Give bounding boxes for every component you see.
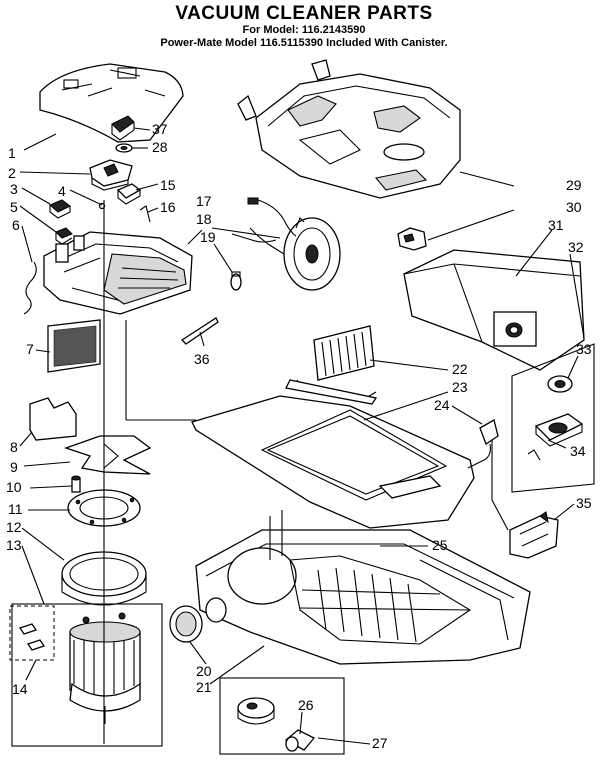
part-24-frame <box>285 379 378 405</box>
callout-14: 14 <box>12 681 28 697</box>
callout-11: 11 <box>8 501 23 517</box>
part-36-pin <box>180 317 219 345</box>
callout-25: 25 <box>432 537 448 553</box>
callout-5: 5 <box>10 199 18 215</box>
callout-17: 17 <box>196 193 212 209</box>
callout-29: 29 <box>566 177 582 193</box>
part-31-dust-bag <box>403 249 585 371</box>
part-37-pad <box>111 115 135 141</box>
part-9-fan <box>63 435 152 475</box>
callout-27: 27 <box>372 735 388 751</box>
callout-9: 9 <box>10 459 18 475</box>
part-17-chassis <box>43 231 193 315</box>
motor-box <box>11 603 163 747</box>
part-34-filter-holder <box>527 413 584 461</box>
callout-35: 35 <box>576 495 592 511</box>
part-29-canister-cover <box>237 59 461 199</box>
caster-box <box>219 677 345 755</box>
part-30-latch <box>397 227 427 251</box>
part-14-brushes <box>18 623 46 651</box>
callout-12: 12 <box>6 519 22 535</box>
part-22-grille <box>313 325 375 381</box>
callout-28: 28 <box>152 139 168 155</box>
part-10-nut <box>71 475 81 493</box>
part-13-motor <box>69 612 141 724</box>
callout-32: 32 <box>568 239 584 255</box>
callout-6: 6 <box>12 217 20 233</box>
callout-31: 31 <box>548 217 564 233</box>
callout-4: 4 <box>58 183 66 199</box>
callout-23: 23 <box>452 379 468 395</box>
part-19-bulb <box>230 271 242 291</box>
part-2-switch <box>89 159 133 191</box>
callout-labels: 1 2 3 4 5 6 7 8 9 10 11 12 13 14 15 16 1… <box>6 121 592 751</box>
callout-10: 10 <box>6 479 22 495</box>
part-18-cord-reel <box>231 197 341 291</box>
callout-26: 26 <box>298 697 314 713</box>
filter-kit-box <box>511 343 595 493</box>
part-7-filter <box>47 319 101 373</box>
part-3-clip <box>49 199 71 219</box>
part-8-gasket <box>29 397 77 441</box>
part-6-cord <box>23 261 37 315</box>
part-16-pin <box>139 205 151 223</box>
callout-13: 13 <box>6 537 22 553</box>
callout-36: 36 <box>194 351 210 367</box>
part-1-motor-cover <box>39 63 184 143</box>
leader-lines <box>19 127 585 745</box>
part-23-tray <box>191 379 475 529</box>
part-21-base <box>195 510 531 665</box>
part-27-roller <box>284 729 316 752</box>
part-15-block <box>116 183 142 205</box>
part-20-wheel <box>169 597 227 643</box>
callout-8: 8 <box>10 439 18 455</box>
model-number-line: For Model: 116.2143590 <box>242 24 366 36</box>
part-5-clip <box>55 227 73 245</box>
callout-16: 16 <box>160 199 176 215</box>
part-33-filter-ring <box>547 375 573 393</box>
callout-7: 7 <box>26 341 34 357</box>
powermate-line: Power-Mate Model 116.5115390 Included Wi… <box>160 37 448 49</box>
callout-3: 3 <box>10 181 18 197</box>
callout-1: 1 <box>8 145 16 161</box>
part-26-caster <box>237 697 275 725</box>
callout-37: 37 <box>152 121 168 137</box>
callout-19: 19 <box>200 229 216 245</box>
callout-30: 30 <box>566 199 582 215</box>
part-24-switch-plug <box>467 419 499 469</box>
callout-24: 24 <box>434 397 450 413</box>
guide-line-3 <box>491 440 509 531</box>
callout-18: 18 <box>196 211 212 227</box>
callout-15: 15 <box>160 177 176 193</box>
assembly-guide-lines <box>103 200 127 744</box>
brush-kit-box <box>9 605 55 661</box>
callout-33: 33 <box>576 341 592 357</box>
callout-20: 20 <box>196 663 212 679</box>
callout-21: 21 <box>196 679 212 695</box>
part-35-bracket <box>509 511 559 559</box>
callout-2: 2 <box>8 165 16 181</box>
callout-34: 34 <box>570 443 586 459</box>
part-28-grommet <box>115 143 133 153</box>
diagram-title: VACUUM CLEANER PARTS <box>175 3 433 24</box>
callout-22: 22 <box>452 361 468 377</box>
